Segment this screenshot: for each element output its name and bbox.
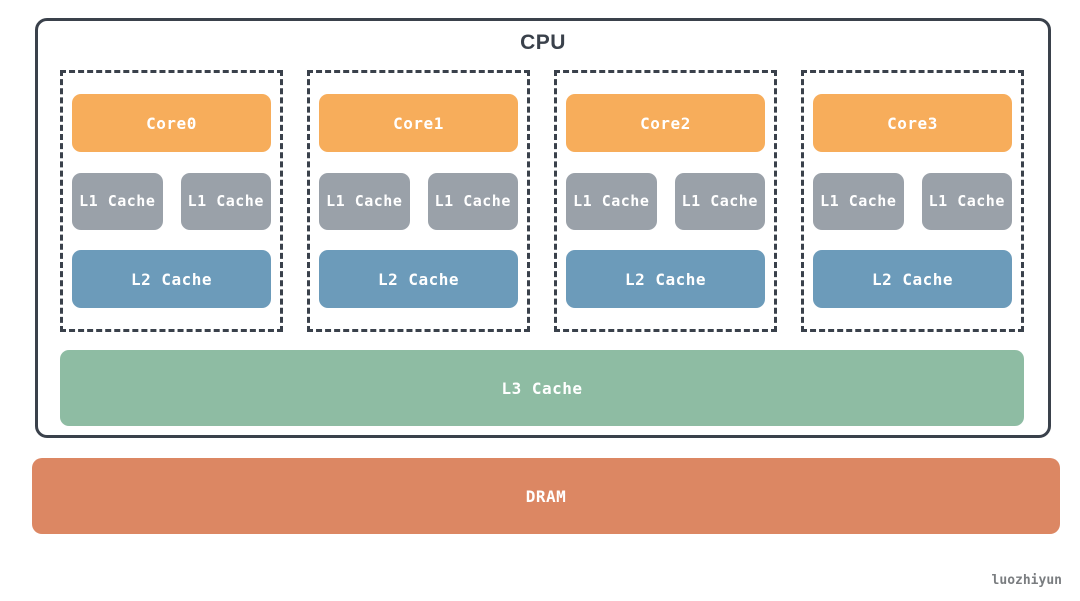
core1-l2-cache: L2 Cache	[319, 250, 518, 308]
core0-box: Core0	[72, 94, 271, 152]
core-group-1: Core1 L1 Cache L1 Cache L2 Cache	[307, 70, 530, 332]
core-group-3: Core3 L1 Cache L1 Cache L2 Cache	[801, 70, 1024, 332]
cpu-title: CPU	[520, 31, 566, 54]
watermark: luozhiyun	[991, 573, 1062, 588]
l3-cache-box: L3 Cache	[60, 350, 1024, 426]
core1-l1-cache-a: L1 Cache	[319, 172, 410, 230]
core-group-0: Core0 L1 Cache L1 Cache L2 Cache	[60, 70, 283, 332]
cores-row: Core0 L1 Cache L1 Cache L2 Cache Core1 L…	[60, 70, 1024, 332]
core-group-2: Core2 L1 Cache L1 Cache L2 Cache	[554, 70, 777, 332]
core3-l2-cache: L2 Cache	[813, 250, 1012, 308]
core3-l1-row: L1 Cache L1 Cache	[813, 172, 1012, 230]
core0-l2-cache: L2 Cache	[72, 250, 271, 308]
core2-l1-cache-a: L1 Cache	[566, 172, 657, 230]
core1-l1-cache-b: L1 Cache	[427, 172, 518, 230]
dram-box: DRAM	[32, 458, 1060, 534]
core2-l1-row: L1 Cache L1 Cache	[566, 172, 765, 230]
core3-box: Core3	[813, 94, 1012, 152]
core1-box: Core1	[319, 94, 518, 152]
core3-l1-cache-a: L1 Cache	[813, 172, 904, 230]
core1-l1-row: L1 Cache L1 Cache	[319, 172, 518, 230]
core0-l1-row: L1 Cache L1 Cache	[72, 172, 271, 230]
core0-l1-cache-b: L1 Cache	[180, 172, 271, 230]
core2-l1-cache-b: L1 Cache	[674, 172, 765, 230]
core3-l1-cache-b: L1 Cache	[921, 172, 1012, 230]
core2-l2-cache: L2 Cache	[566, 250, 765, 308]
core0-l1-cache-a: L1 Cache	[72, 172, 163, 230]
core2-box: Core2	[566, 94, 765, 152]
cpu-package-box: CPU Core0 L1 Cache L1 Cache L2 Cache Cor…	[35, 18, 1051, 438]
